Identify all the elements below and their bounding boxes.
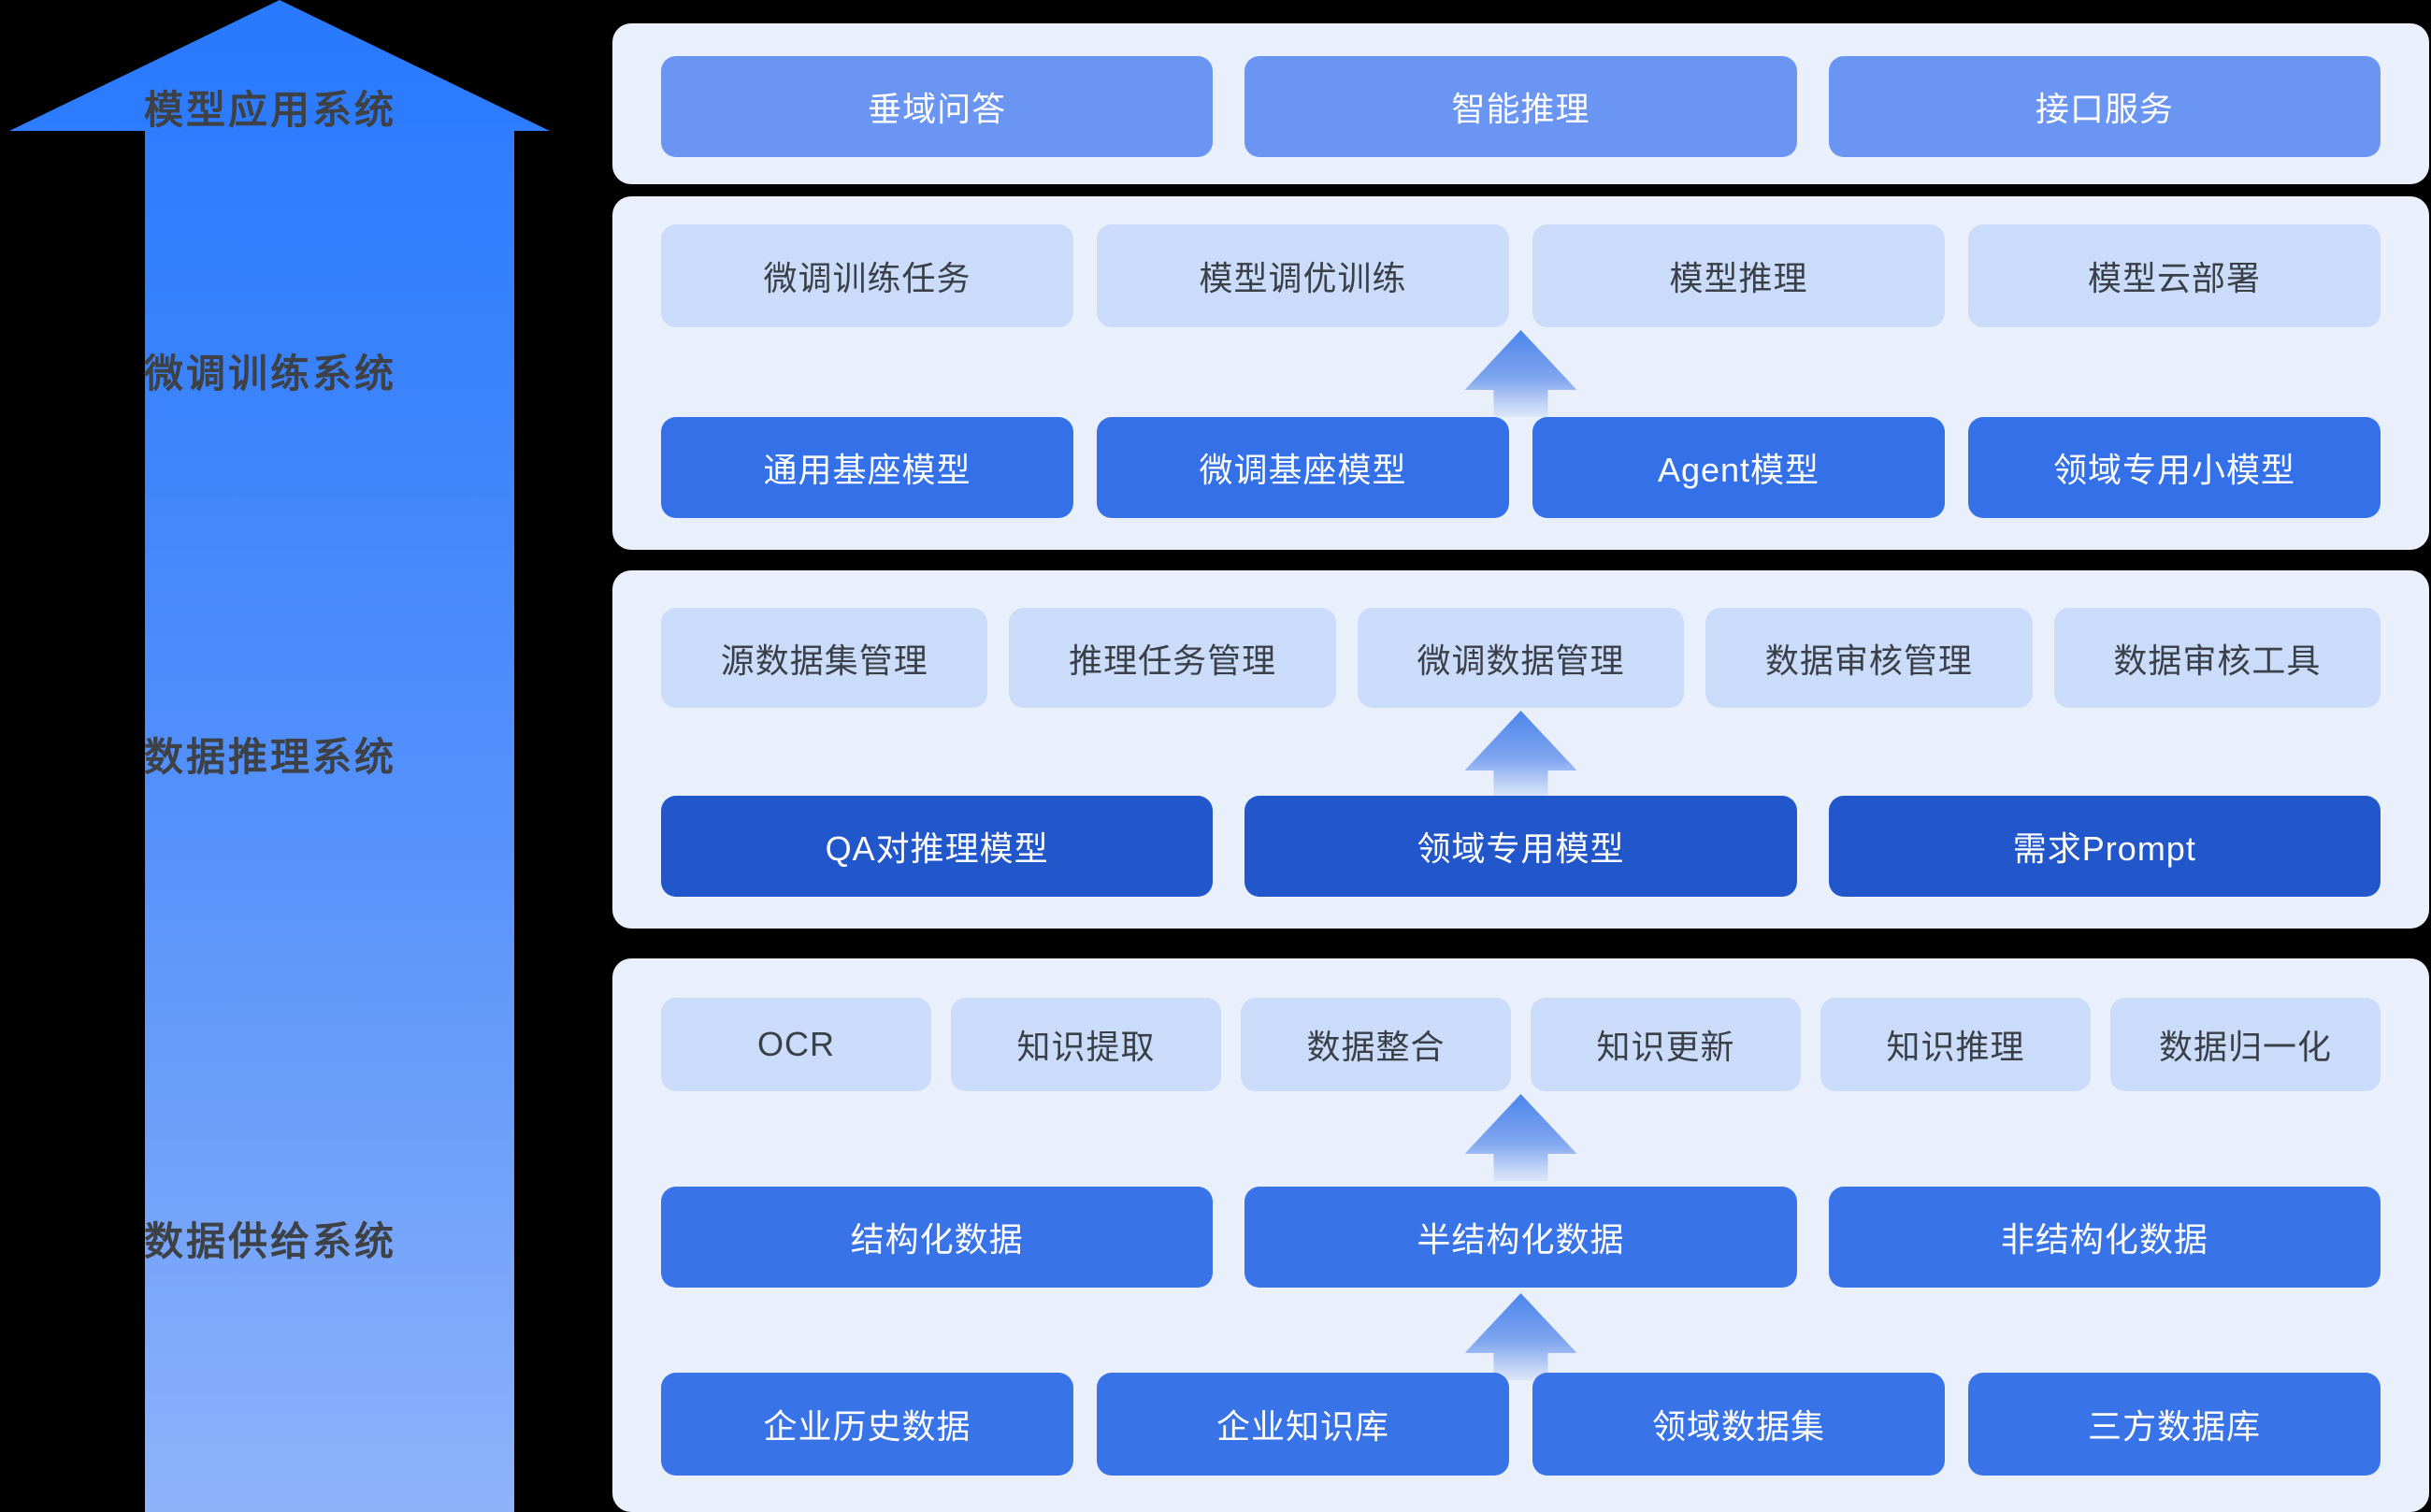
box-finetune-data-mgmt: 微调数据管理 bbox=[1357, 608, 1685, 708]
box-data-review-tool: 数据审核工具 bbox=[2053, 608, 2381, 708]
box-third-party-database: 三方数据库 bbox=[1968, 1373, 2381, 1476]
box-source-dataset-mgmt: 源数据集管理 bbox=[661, 608, 988, 708]
box-model-tuning-training: 模型调优训练 bbox=[1097, 224, 1509, 327]
box-unstructured-data: 非结构化数据 bbox=[1828, 1187, 2381, 1288]
box-intelligent-inference: 智能推理 bbox=[1244, 56, 1797, 157]
box-enterprise-history-data: 企业历史数据 bbox=[661, 1373, 1073, 1476]
layer-label-model-application: 模型应用系统 bbox=[143, 88, 396, 132]
data-type-row: 结构化数据 半结构化数据 非结构化数据 bbox=[661, 1187, 2381, 1288]
box-structured-data: 结构化数据 bbox=[661, 1187, 1214, 1288]
box-domain-dataset: 领域数据集 bbox=[1532, 1373, 1945, 1476]
box-model-cloud-deploy: 模型云部署 bbox=[1968, 224, 2381, 327]
box-knowledge-inference: 知识推理 bbox=[1820, 998, 2091, 1091]
up-arrow-icon bbox=[1464, 330, 1577, 417]
box-enterprise-knowledge-base: 企业知识库 bbox=[1097, 1373, 1509, 1476]
box-data-normalization: 数据归一化 bbox=[2110, 998, 2381, 1091]
up-arrow-icon bbox=[1464, 1094, 1577, 1181]
inference-model-row: QA对推理模型 领域专用模型 需求Prompt bbox=[661, 796, 2381, 897]
layer-label-finetune-training: 微调训练系统 bbox=[143, 352, 396, 396]
data-source-row: 企业历史数据 企业知识库 领域数据集 三方数据库 bbox=[661, 1373, 2381, 1476]
layer-label-data-inference: 数据推理系统 bbox=[143, 735, 396, 779]
box-finetune-training-task: 微调训练任务 bbox=[661, 224, 1073, 327]
panel-data-inference: 源数据集管理 推理任务管理 微调数据管理 数据审核管理 数据审核工具 QA对推理… bbox=[612, 570, 2429, 929]
box-qa-pair-inference-model: QA对推理模型 bbox=[661, 796, 1214, 897]
box-semi-structured-data: 半结构化数据 bbox=[1244, 1187, 1797, 1288]
box-general-base-model: 通用基座模型 bbox=[661, 417, 1073, 518]
box-model-inference: 模型推理 bbox=[1532, 224, 1945, 327]
box-vertical-domain-qa: 垂域问答 bbox=[661, 56, 1214, 157]
up-arrow-icon bbox=[1464, 711, 1577, 798]
data-management-row: 源数据集管理 推理任务管理 微调数据管理 数据审核管理 数据审核工具 bbox=[661, 608, 2381, 708]
box-data-review-mgmt: 数据审核管理 bbox=[1705, 608, 2033, 708]
box-ocr: OCR bbox=[661, 998, 931, 1091]
box-requirement-prompt: 需求Prompt bbox=[1828, 796, 2381, 897]
base-model-row: 通用基座模型 微调基座模型 Agent模型 领域专用小模型 bbox=[661, 417, 2381, 518]
box-agent-model: Agent模型 bbox=[1532, 417, 1945, 518]
application-row: 垂域问答 智能推理 接口服务 bbox=[661, 56, 2381, 157]
panel-finetune-training: 微调训练任务 模型调优训练 模型推理 模型云部署 通用基座模型 微调基座模型 A… bbox=[612, 196, 2429, 550]
box-domain-small-model: 领域专用小模型 bbox=[1968, 417, 2381, 518]
box-domain-specific-model: 领域专用模型 bbox=[1244, 796, 1797, 897]
data-processing-row: OCR 知识提取 数据整合 知识更新 知识推理 数据归一化 bbox=[661, 998, 2381, 1091]
box-knowledge-update: 知识更新 bbox=[1531, 998, 1801, 1091]
box-api-service: 接口服务 bbox=[1828, 56, 2381, 157]
box-inference-task-mgmt: 推理任务管理 bbox=[1009, 608, 1336, 708]
panel-data-supply: OCR 知识提取 数据整合 知识更新 知识推理 数据归一化 结构化数据 半结构化… bbox=[612, 958, 2429, 1512]
finetune-task-row: 微调训练任务 模型调优训练 模型推理 模型云部署 bbox=[661, 224, 2381, 327]
box-finetune-base-model: 微调基座模型 bbox=[1097, 417, 1509, 518]
up-arrow-icon bbox=[1464, 1293, 1577, 1380]
panel-model-application: 垂域问答 智能推理 接口服务 bbox=[612, 23, 2429, 184]
layer-label-data-supply: 数据供给系统 bbox=[143, 1219, 396, 1263]
box-data-integration: 数据整合 bbox=[1241, 998, 1511, 1091]
box-knowledge-extraction: 知识提取 bbox=[951, 998, 1221, 1091]
